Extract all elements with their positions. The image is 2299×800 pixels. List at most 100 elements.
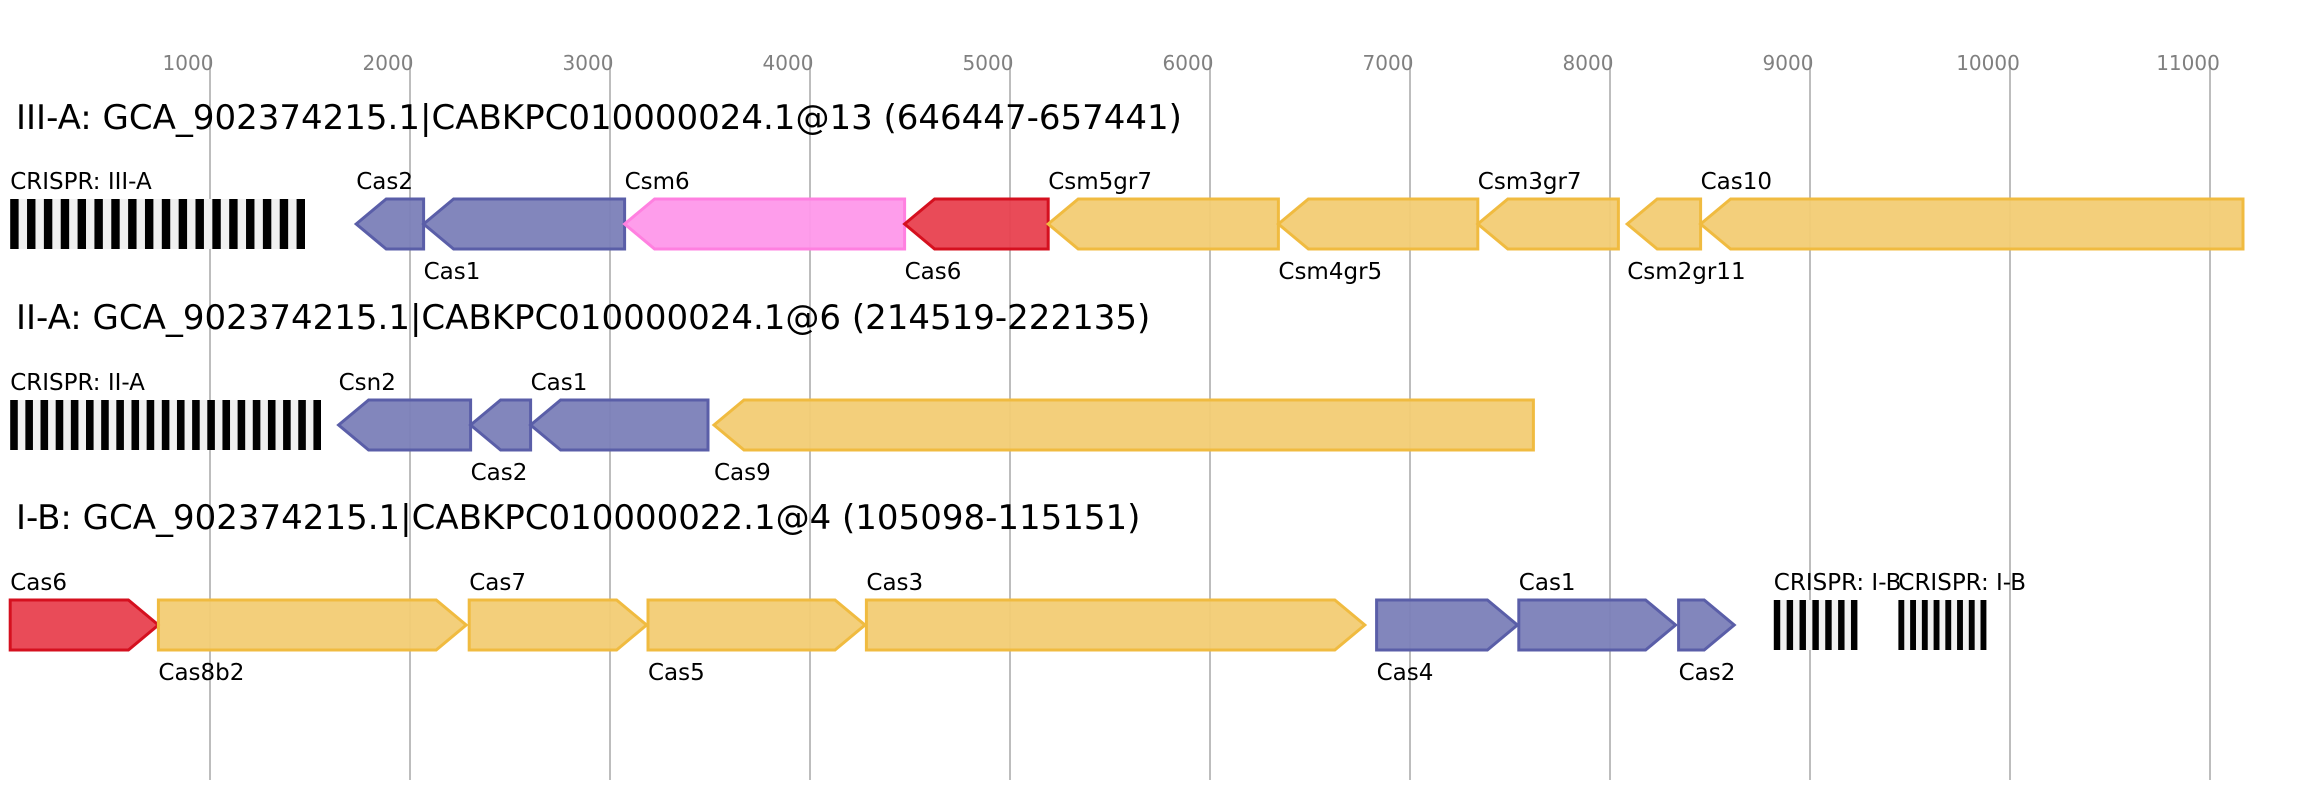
gene-arrow-cas6[interactable] — [902, 197, 1050, 251]
gene-label: Cas6 — [10, 570, 67, 596]
crispr-repeat — [111, 199, 120, 249]
gene-label: Cas4 — [1377, 660, 1434, 686]
crispr-array — [10, 400, 321, 450]
gene-arrow-cas10[interactable] — [1698, 197, 2245, 251]
gene-label: Cas8b2 — [158, 660, 244, 686]
gene-arrow-cas2[interactable] — [468, 398, 533, 452]
gene-label: Csm2gr11 — [1627, 259, 1745, 285]
crispr-repeat — [1799, 600, 1806, 650]
crispr-array — [1773, 600, 1858, 650]
crispr-repeat — [1980, 600, 1987, 650]
crispr-repeat — [192, 400, 200, 450]
locus-title: I-B: GCA_902374215.1|CABKPC010000022.1@4… — [16, 498, 1140, 538]
gene-label: Cas3 — [866, 570, 923, 596]
locus-title: II-A: GCA_902374215.1|CABKPC010000024.1@… — [16, 298, 1150, 338]
gene-label: Cas7 — [469, 570, 526, 596]
gene-arrow-cas4[interactable] — [1375, 598, 1520, 652]
axis-tick-label: 9000 — [1763, 51, 1814, 75]
crispr-repeat — [1850, 600, 1858, 650]
crispr-repeat — [25, 400, 33, 450]
crispr-repeat — [116, 400, 124, 450]
gene-arrow-cas1[interactable] — [1517, 598, 1678, 652]
gene-arrow-csm3gr7[interactable] — [1475, 197, 1620, 251]
axis-tick-label: 11000 — [2156, 51, 2220, 75]
crispr-repeat — [1812, 600, 1819, 650]
crispr-repeat — [1957, 600, 1963, 650]
crispr-repeat — [1773, 600, 1781, 650]
crispr-repeat — [178, 199, 188, 249]
crispr-repeat — [27, 199, 36, 249]
loci: III-A: GCA_902374215.1|CABKPC010000024.1… — [8, 98, 2245, 686]
gene-arrow-csn2[interactable] — [336, 398, 473, 452]
crispr-repeat — [283, 400, 291, 450]
crispr-repeat — [1786, 600, 1794, 650]
axis-tick-label: 3000 — [563, 51, 614, 75]
crispr-repeat — [1945, 600, 1952, 650]
gene-label: Cas5 — [648, 660, 705, 686]
gene-arrow-cas3[interactable] — [864, 598, 1368, 652]
crispr-array — [1898, 600, 1987, 650]
crispr-repeat — [55, 400, 64, 450]
gene-arrow-cas2[interactable] — [1677, 598, 1737, 652]
axis-tick-label: 2000 — [363, 51, 414, 75]
crispr-repeat — [212, 199, 221, 249]
crispr-repeat — [60, 199, 70, 249]
crispr-repeat — [207, 400, 215, 450]
gene-label: Csn2 — [339, 370, 396, 396]
crispr-repeat — [146, 400, 155, 450]
crispr-repeat — [176, 400, 185, 450]
gene-arrow-csm4gr5[interactable] — [1276, 197, 1480, 251]
gene-label: CRISPR: II-A — [10, 370, 145, 396]
gene-arrow-cas8b2[interactable] — [156, 598, 469, 652]
gene-label: Cas10 — [1701, 169, 1772, 195]
crispr-repeat — [252, 400, 261, 450]
crispr-repeat — [296, 199, 305, 249]
gene-arrow-cas9[interactable] — [711, 398, 1535, 452]
crispr-repeat — [70, 400, 79, 450]
crispr-repeat — [10, 400, 18, 450]
axis-tick-label: 10000 — [1956, 51, 2020, 75]
locus-title: III-A: GCA_902374215.1|CABKPC010000024.1… — [16, 98, 1182, 138]
crispr-array — [10, 199, 305, 249]
gene-label: Cas1 — [531, 370, 588, 396]
gene-label: Cas1 — [1519, 570, 1576, 596]
gene-label: Cas1 — [424, 259, 481, 285]
gene-label: CRISPR: I-B — [1898, 570, 2026, 596]
crispr-repeat — [246, 199, 255, 249]
gene-label: Cas2 — [1679, 660, 1736, 686]
gene-arrow-csm6[interactable] — [622, 197, 907, 251]
gene-label: CRISPR: I-B — [1774, 570, 1902, 596]
crispr-repeat — [101, 400, 109, 450]
locus: I-B: GCA_902374215.1|CABKPC010000022.1@4… — [8, 498, 2026, 686]
crispr-repeat — [267, 400, 276, 450]
crispr-repeat — [94, 199, 103, 249]
crispr-repeat — [1825, 600, 1832, 650]
gene-arrow-csm2gr11[interactable] — [1624, 197, 1703, 251]
gene-label: Cas9 — [714, 460, 771, 486]
crispr-repeat — [222, 400, 231, 450]
gene-arrow-cas2[interactable] — [353, 197, 426, 251]
gene-arrow-cas1[interactable] — [528, 398, 710, 452]
gene-arrow-cas6[interactable] — [8, 598, 161, 652]
crispr-repeat — [229, 199, 238, 249]
crispr-repeat — [86, 400, 94, 450]
axis-tick-label: 7000 — [1363, 51, 1414, 75]
gene-arrow-cas7[interactable] — [467, 598, 649, 652]
gene-label: Csm6 — [625, 169, 690, 195]
crispr-repeat — [144, 199, 154, 249]
crispr-repeat — [1910, 600, 1916, 650]
gene-arrow-cas1[interactable] — [421, 197, 627, 251]
crispr-repeat — [1968, 600, 1975, 650]
gene-arrow-cas5[interactable] — [646, 598, 868, 652]
crispr-repeat — [298, 400, 306, 450]
axis-tick-label: 1000 — [163, 51, 214, 75]
crispr-repeat — [128, 199, 137, 249]
locus: III-A: GCA_902374215.1|CABKPC010000024.1… — [10, 98, 2245, 285]
axis-tick-label: 8000 — [1563, 51, 1614, 75]
gene-label: Cas2 — [356, 169, 413, 195]
gene-label: CRISPR: III-A — [10, 169, 152, 195]
crispr-repeat — [10, 199, 19, 249]
gene-arrow-csm5gr7[interactable] — [1045, 197, 1280, 251]
crispr-repeat — [131, 400, 140, 450]
